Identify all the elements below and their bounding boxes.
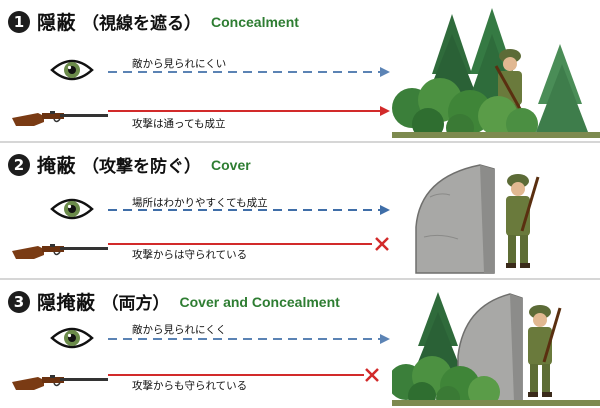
attack-line-blocked: [108, 368, 379, 382]
panel-number-badge: 1: [8, 10, 30, 33]
rifle-icon: [12, 244, 108, 259]
panel-header: 3 隠掩蔽 （両方） Cover and Concealment: [8, 288, 340, 315]
panel-cover: 2 掩蔽 （攻撃を防ぐ） Cover 場所はわかりやすくても成立 攻撃からは守ら…: [0, 143, 600, 277]
panel-title-en: Cover and Concealment: [179, 293, 340, 310]
panel-title-jp: 掩蔽: [37, 155, 77, 177]
concrete-wall-with-soldier: [415, 164, 540, 274]
panel-title-paren: （視線を遮る）: [82, 14, 202, 34]
panel-title-en: Cover: [211, 156, 251, 173]
eye-icon: [50, 198, 94, 220]
sight-line-arrow: [108, 205, 390, 215]
rifle-icon: [12, 111, 108, 126]
eye-icon: [50, 327, 94, 349]
sight-line-label: 場所はわかりやすくても成立: [132, 197, 268, 209]
panel-concealment: 1 隠蔽 （視線を遮る） Concealment 敵から見られにくい 攻撃は通っ…: [0, 0, 600, 140]
blocked-x-icon: [375, 237, 389, 251]
panel-number-badge: 3: [8, 290, 30, 313]
sight-line-arrow: [108, 334, 390, 344]
panel-header: 1 隠蔽 （視線を遮る） Concealment: [8, 8, 299, 35]
attack-line-label: 攻撃は通っても成立: [132, 118, 226, 130]
panel-title-en: Concealment: [211, 13, 299, 30]
soldier-figure: [506, 174, 540, 268]
blocked-x-icon: [365, 368, 379, 382]
panel-title-jp: 隠蔽: [37, 12, 77, 34]
eye-icon: [50, 59, 94, 81]
panel-cover-and-concealment: 3 隠掩蔽 （両方） Cover and Concealment 敵から見られに…: [0, 280, 600, 408]
attack-line-label: 攻撃からは守られている: [132, 249, 248, 261]
sight-line-arrow: [108, 67, 390, 77]
attack-line-label: 攻撃からも守られている: [132, 380, 248, 392]
panel-title-jp: 隠掩蔽: [37, 292, 96, 314]
soldier-figure: [528, 305, 562, 397]
rifle-icon: [12, 375, 108, 390]
forest-wall-with-soldier: [392, 292, 600, 406]
panel-number-badge: 2: [8, 153, 30, 176]
section-divider: [0, 141, 600, 143]
panel-title-paren: （攻撃を防ぐ）: [82, 157, 202, 177]
forest-with-soldier: [392, 8, 600, 138]
sight-line-label: 敵から見られにくい: [132, 58, 227, 70]
panel-title-paren: （両方）: [101, 294, 170, 314]
attack-line-arrow: [108, 106, 390, 116]
section-divider: [0, 278, 600, 280]
attack-line-blocked: [108, 237, 389, 251]
panel-header: 2 掩蔽 （攻撃を防ぐ） Cover: [8, 151, 251, 178]
sight-line-label: 敵から見られにくく: [132, 324, 227, 336]
